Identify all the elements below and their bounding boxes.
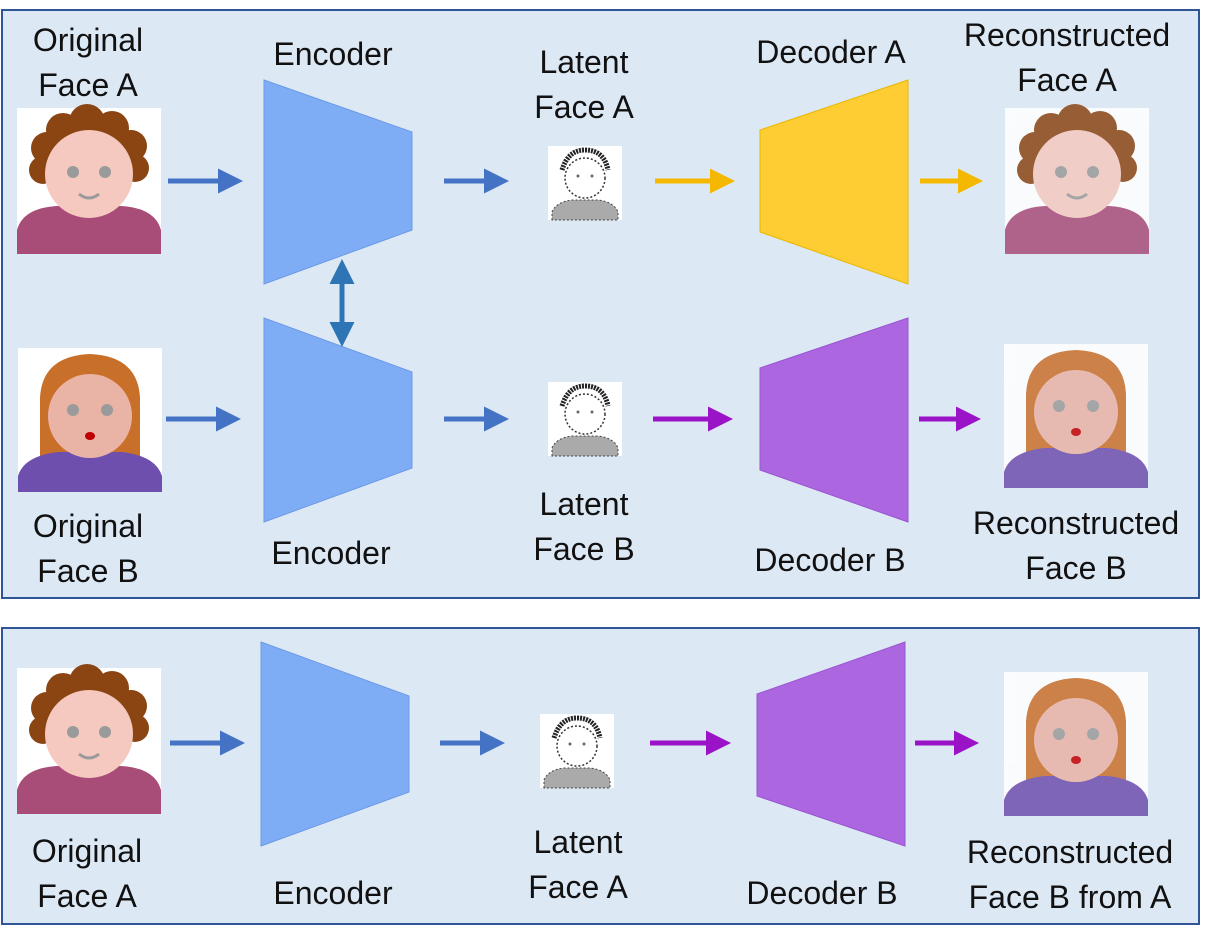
original-face-a-image bbox=[15, 102, 163, 256]
label-encoder-a: Encoder bbox=[273, 36, 393, 72]
training-panel bbox=[1, 9, 1200, 599]
label-decoder-a: Decoder A bbox=[756, 34, 906, 70]
decoder-a-shape bbox=[759, 79, 909, 285]
swap-encoder-shape bbox=[260, 641, 410, 847]
original-face-b-image bbox=[18, 348, 162, 492]
reconstructed-face-a-image bbox=[1003, 102, 1151, 256]
swapped-face-b-from-a-image bbox=[1004, 672, 1148, 816]
latent-face-b-image bbox=[548, 382, 622, 456]
label-swap-decoder-b: Decoder B bbox=[746, 875, 898, 911]
label-encoder-b: Encoder bbox=[271, 535, 391, 571]
decoder-b-shape bbox=[759, 317, 909, 523]
label-decoder-b: Decoder B bbox=[754, 542, 906, 578]
reconstructed-face-b-image bbox=[1004, 344, 1148, 488]
swap-decoder-b-shape bbox=[756, 641, 906, 847]
encoder-b-shape bbox=[263, 317, 413, 523]
label-swap-encoder: Encoder bbox=[273, 875, 393, 911]
latent-face-a-image bbox=[548, 146, 622, 220]
encoder-a-shape bbox=[263, 79, 413, 285]
swap-original-face-a-image bbox=[15, 662, 163, 816]
swap-latent-face-a-image bbox=[540, 714, 614, 788]
